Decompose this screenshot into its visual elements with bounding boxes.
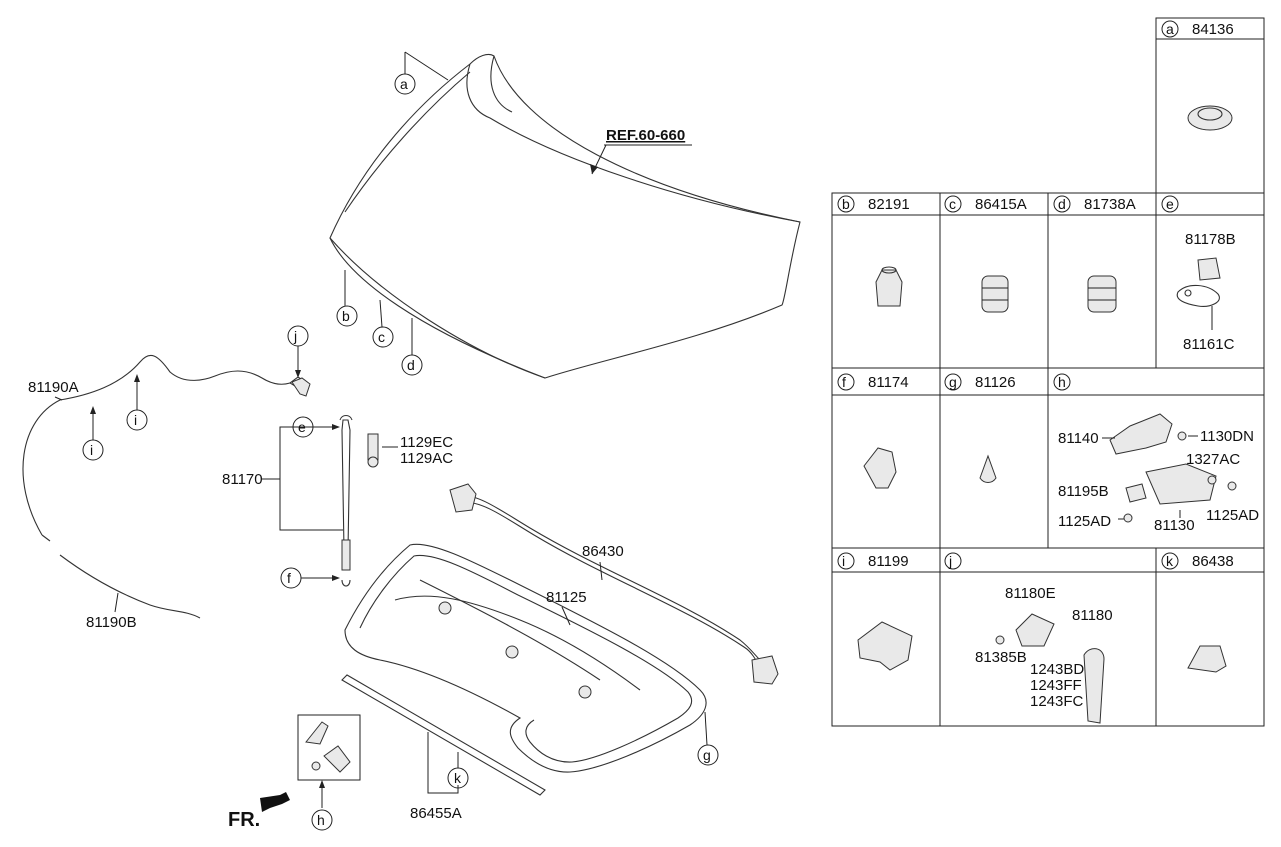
svg-text:1125AD: 1125AD — [1206, 507, 1259, 524]
svg-text:f: f — [842, 374, 846, 390]
callout-e: e — [292, 416, 340, 438]
svg-text:86430: 86430 — [582, 543, 624, 560]
parts-table — [831, 17, 1265, 727]
svg-text:d: d — [407, 357, 415, 373]
svg-text:81125: 81125 — [546, 589, 587, 606]
hood-insulator: 81125 — [344, 543, 707, 773]
front-indicator: FR. — [228, 792, 290, 831]
svg-text:g: g — [703, 747, 711, 763]
table-cell-c: c 86415A — [944, 195, 1027, 313]
svg-text:i: i — [842, 553, 845, 569]
svg-text:81178B: 81178B — [1185, 231, 1236, 248]
callout-i-2: i — [126, 374, 148, 431]
svg-text:e: e — [1166, 196, 1174, 212]
svg-text:81126: 81126 — [975, 374, 1016, 391]
svg-text:1243FF: 1243FF — [1030, 677, 1082, 694]
svg-text:k: k — [1166, 553, 1174, 569]
table-cell-g: g 81126 — [944, 373, 1016, 483]
callout-i-1: i — [82, 406, 104, 461]
latch-detail-box: h — [297, 714, 361, 831]
svg-text:81190B: 81190B — [86, 614, 137, 631]
table-cell-h: h 81140 1130DN 1327AC 81195B 1125AD 8113… — [1053, 373, 1259, 534]
svg-text:f: f — [287, 570, 291, 586]
callout-j: j — [287, 325, 311, 397]
svg-text:h: h — [317, 812, 325, 828]
svg-text:86415A: 86415A — [975, 196, 1027, 213]
svg-text:a: a — [400, 76, 408, 92]
stay-bracket: 81170 — [222, 426, 343, 531]
svg-text:c: c — [949, 196, 956, 212]
callout-d: d — [401, 318, 423, 376]
release-cable-upper: 81190A — [22, 354, 305, 542]
table-cell-a: a 84136 — [1161, 20, 1234, 131]
weatherstrip: 86430 — [449, 483, 779, 685]
svg-text:b: b — [842, 196, 850, 212]
callout-f: f — [280, 567, 340, 589]
svg-text:g: g — [949, 374, 957, 390]
table-cell-j: j 81180E 81180 81385B 1243BD 1243FF 1243… — [944, 552, 1113, 724]
svg-text:81140: 81140 — [1058, 430, 1099, 447]
svg-text:81190A: 81190A — [28, 379, 79, 396]
table-cell-d: d 81738A — [1053, 195, 1136, 313]
table-cell-k: k 86438 — [1161, 552, 1234, 673]
svg-text:1327AC: 1327AC — [1186, 451, 1240, 468]
callout-b: b — [336, 270, 358, 327]
hood-stay-rod — [339, 414, 353, 587]
svg-text:b: b — [342, 308, 350, 324]
table-cell-b: b 82191 — [837, 195, 910, 307]
stay-bolts: 1129EC 1129AC — [367, 433, 453, 468]
svg-text:h: h — [1058, 374, 1066, 390]
table-cell-i: i 81199 — [837, 552, 913, 671]
svg-text:1243FC: 1243FC — [1030, 693, 1084, 710]
table-cell-f: f 81174 — [837, 373, 909, 489]
svg-text:82191: 82191 — [868, 196, 910, 213]
callout-a: a — [394, 51, 449, 95]
svg-text:81174: 81174 — [868, 374, 909, 391]
svg-text:j: j — [948, 553, 952, 569]
release-cable-lower: 81190B — [59, 554, 201, 631]
callout-c: c — [372, 299, 394, 348]
svg-text:81180E: 81180E — [1005, 585, 1056, 602]
svg-text:81161C: 81161C — [1183, 336, 1235, 353]
svg-text:81199: 81199 — [868, 553, 909, 570]
svg-text:c: c — [378, 329, 385, 345]
table-cell-e: e 81178B 81161C — [1161, 195, 1236, 353]
svg-text:81180: 81180 — [1072, 607, 1113, 624]
svg-text:1129EC: 1129EC — [400, 434, 453, 451]
svg-text:81385B: 81385B — [975, 649, 1027, 666]
svg-text:1243BD: 1243BD — [1030, 661, 1084, 678]
svg-text:e: e — [298, 419, 306, 435]
svg-text:84136: 84136 — [1192, 21, 1234, 38]
svg-text:i: i — [134, 412, 137, 428]
svg-text:j: j — [293, 328, 297, 344]
svg-text:81738A: 81738A — [1084, 196, 1136, 213]
svg-text:81195B: 81195B — [1058, 483, 1109, 500]
svg-text:FR.: FR. — [228, 809, 260, 831]
hood-panel — [329, 53, 801, 379]
svg-text:81130: 81130 — [1154, 517, 1195, 534]
svg-text:1129AC: 1129AC — [400, 450, 453, 467]
svg-text:REF.60-660: REF.60-660 — [606, 127, 685, 144]
svg-text:1130DN: 1130DN — [1200, 428, 1254, 445]
svg-text:86438: 86438 — [1192, 553, 1234, 570]
callout-k: k — [447, 752, 469, 789]
svg-text:i: i — [90, 442, 93, 458]
ref-label: REF.60-660 — [590, 127, 692, 175]
callout-g: g — [697, 711, 719, 766]
svg-text:86455A: 86455A — [410, 805, 462, 822]
svg-text:k: k — [454, 770, 462, 786]
svg-text:1125AD: 1125AD — [1058, 513, 1111, 530]
seal-strip: 86455A — [341, 674, 546, 822]
svg-text:a: a — [1166, 21, 1174, 37]
svg-text:d: d — [1058, 196, 1066, 212]
svg-text:81170: 81170 — [222, 471, 263, 488]
